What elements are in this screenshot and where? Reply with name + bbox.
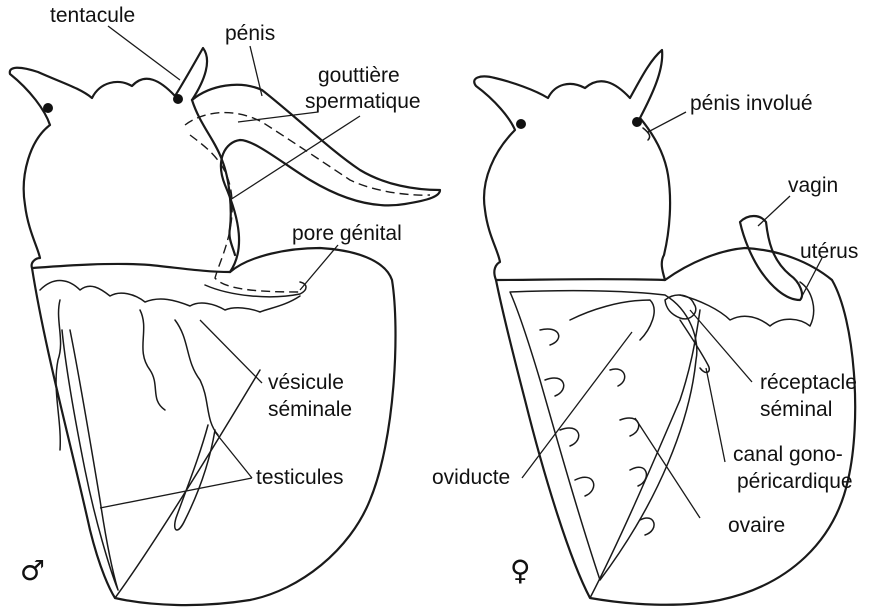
label-vesicule-2: séminale bbox=[268, 398, 352, 421]
leader-uterus bbox=[800, 258, 822, 300]
label-ovaire: ovaire bbox=[728, 514, 785, 537]
male-eye-left bbox=[43, 103, 53, 113]
leader-vesicule bbox=[200, 320, 262, 383]
leader-ovaire bbox=[635, 418, 700, 518]
label-canal-2: péricardique bbox=[737, 470, 853, 493]
label-gouttiere-2: spermatique bbox=[305, 90, 421, 113]
ovary-border bbox=[510, 291, 697, 580]
leader-canal bbox=[706, 368, 725, 462]
leader-receptacle bbox=[690, 310, 752, 382]
genital-pore bbox=[205, 282, 306, 297]
female-symbol: ♀ bbox=[510, 554, 531, 587]
leader-penis-involue bbox=[648, 112, 686, 132]
leader-testicules-b bbox=[215, 432, 252, 478]
label-canal-1: canal gono- bbox=[733, 443, 843, 466]
seminal-vesicle-branches bbox=[56, 300, 218, 450]
spermatic-groove bbox=[185, 113, 430, 196]
label-oviducte: oviducte bbox=[432, 466, 510, 489]
leader-testicules-a bbox=[100, 478, 252, 508]
female-visceral-mass bbox=[496, 248, 855, 605]
male-symbol: ♂ bbox=[20, 554, 45, 587]
leader-vagin bbox=[758, 196, 790, 226]
label-penis-involue: pénis involué bbox=[690, 92, 813, 115]
female-specimen: pénis involué vagin utérus réceptacle sé… bbox=[432, 50, 858, 605]
label-receptacle-2: séminal bbox=[760, 398, 832, 421]
oviduct bbox=[570, 300, 654, 340]
male-specimen: tentacule pénis gouttière spermatique po… bbox=[10, 4, 440, 605]
leader-oviducte bbox=[522, 332, 632, 478]
female-eye-left bbox=[516, 119, 526, 129]
male-visceral-mass bbox=[32, 248, 396, 605]
female-eye-right bbox=[632, 117, 642, 127]
label-uterus: utérus bbox=[800, 240, 858, 263]
label-vesicule-1: vésicule bbox=[268, 371, 344, 394]
testicle-left bbox=[62, 330, 118, 590]
label-pore: pore génital bbox=[292, 222, 402, 245]
label-receptacle-1: réceptacle bbox=[760, 371, 857, 394]
uterus bbox=[680, 282, 814, 326]
female-inner-line bbox=[590, 310, 700, 598]
label-vagin: vagin bbox=[788, 174, 838, 197]
leader-pore bbox=[300, 245, 338, 290]
label-penis: pénis bbox=[225, 22, 275, 45]
leader-tentacule bbox=[108, 26, 180, 80]
male-inner-line bbox=[115, 370, 260, 598]
leader-gouttiere-b bbox=[230, 116, 360, 200]
female-head-outline bbox=[474, 50, 670, 280]
leader-gouttiere-a bbox=[238, 112, 318, 122]
label-tentacule: tentacule bbox=[50, 4, 135, 27]
label-testicules: testicules bbox=[256, 466, 344, 489]
spermatic-groove-2 bbox=[190, 135, 300, 292]
label-gouttiere-1: gouttière bbox=[318, 64, 400, 87]
male-head-outline bbox=[10, 48, 235, 268]
male-eye-right bbox=[173, 94, 183, 104]
